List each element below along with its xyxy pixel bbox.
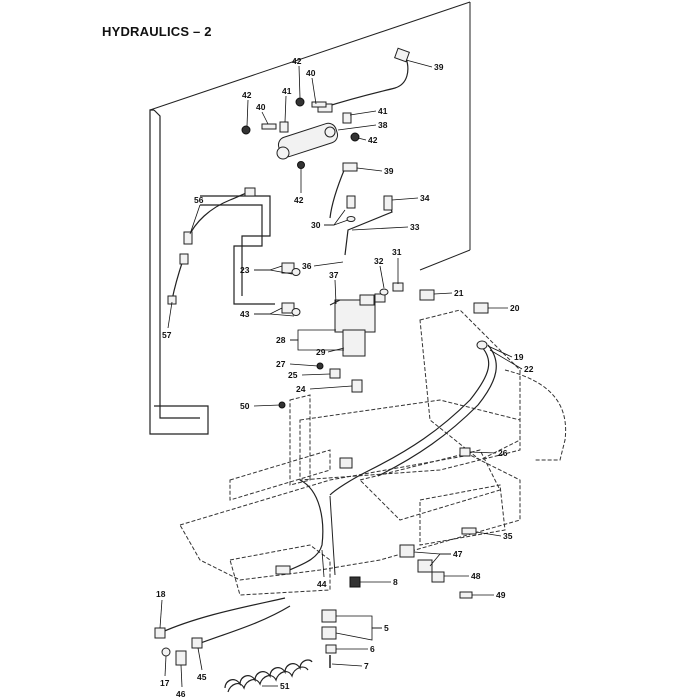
- tube-33-34: [344, 195, 393, 256]
- callout-label: 32: [374, 256, 384, 266]
- callout-label: 42: [242, 90, 252, 100]
- callout-label: 17: [160, 678, 170, 688]
- callout-label: 21: [454, 288, 464, 298]
- callout-label: 27: [276, 359, 286, 369]
- callout-label: 6: [370, 644, 375, 654]
- callout-label: 29: [316, 347, 326, 357]
- callout-label: 33: [410, 222, 420, 232]
- leader-lines: [159, 59, 523, 688]
- callout-label: 25: [288, 370, 298, 380]
- callout-label: 41: [282, 86, 292, 96]
- hose-44: [275, 479, 336, 576]
- valve-block: [329, 282, 404, 357]
- callout-label: 19: [514, 352, 524, 362]
- hose-56: [183, 187, 256, 245]
- callout-label: 40: [306, 68, 316, 78]
- cylinder-assembly: [241, 97, 360, 169]
- callout-label: 42: [368, 135, 378, 145]
- right-side-parts: [349, 447, 477, 599]
- callout-label: 28: [276, 335, 286, 345]
- callout-label: 42: [294, 195, 304, 205]
- callout-label: 36: [302, 261, 312, 271]
- callout-label: 49: [496, 590, 506, 600]
- chassis-frame: [179, 309, 567, 596]
- hose-18-45: [154, 597, 291, 666]
- hose-39-mid: [329, 162, 358, 222]
- spiral-guard-51: [224, 659, 313, 693]
- callout-label: 42: [292, 56, 302, 66]
- callout-label: 35: [503, 531, 513, 541]
- hose-39-top: [317, 47, 410, 113]
- callout-label: 20: [510, 303, 520, 313]
- callout-label: 26: [498, 448, 508, 458]
- callout-label: 43: [240, 309, 250, 319]
- callout-label: 51: [280, 681, 290, 691]
- callout-label: 46: [176, 689, 186, 699]
- callout-label: 56: [194, 195, 204, 205]
- hose-57: [167, 253, 189, 305]
- callout-label: 39: [434, 62, 444, 72]
- callout-label: 18: [156, 589, 166, 599]
- callout-label: 48: [471, 571, 481, 581]
- callout-label: 57: [162, 330, 172, 340]
- callout-label: 5: [384, 623, 389, 633]
- callout-label: 50: [240, 401, 250, 411]
- callout-label: 37: [329, 270, 339, 280]
- callout-labels: 42 40 39 42 40 41 41 38 42 42 39 34 56 3…: [156, 56, 534, 699]
- callout-label: 23: [240, 265, 250, 275]
- parts-5-6-7: [321, 609, 337, 668]
- callout-label: 22: [524, 364, 534, 374]
- callout-label: 40: [256, 102, 266, 112]
- background-frame: [149, 1, 471, 435]
- fittings-23-43: [281, 262, 301, 316]
- callout-label: 34: [420, 193, 430, 203]
- callout-label: 44: [317, 579, 327, 589]
- page-title: HYDRAULICS – 2: [102, 24, 212, 39]
- fittings-20-21: [419, 289, 489, 314]
- hose-19-22: [329, 340, 497, 496]
- callout-label: 39: [384, 166, 394, 176]
- callout-label: 45: [197, 672, 207, 682]
- callout-label: 8: [393, 577, 398, 587]
- callout-label: 47: [453, 549, 463, 559]
- callout-label: 30: [311, 220, 321, 230]
- callout-label: 38: [378, 120, 388, 130]
- callout-label: 24: [296, 384, 306, 394]
- callout-label: 7: [364, 661, 369, 671]
- callout-label: 31: [392, 247, 402, 257]
- callout-label: 41: [378, 106, 388, 116]
